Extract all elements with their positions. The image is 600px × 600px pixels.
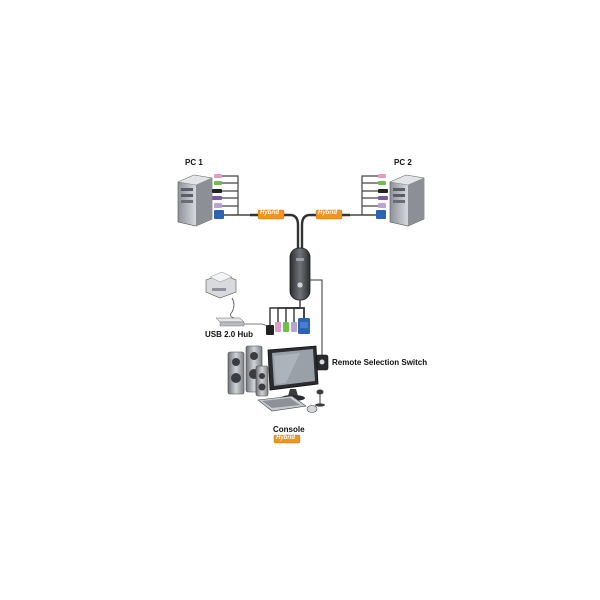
console-connectors bbox=[266, 318, 310, 335]
cable-pc1-to-kvm bbox=[250, 213, 300, 250]
printer-icon bbox=[205, 271, 237, 299]
usb-hub-label: USB 2.0 Hub bbox=[205, 330, 254, 339]
pc1-label: PC 1 bbox=[185, 158, 203, 167]
pc2-label: PC 2 bbox=[394, 158, 412, 167]
remote-switch-icon bbox=[315, 354, 329, 371]
printer-to-hub-cable bbox=[230, 297, 235, 319]
cable-pc2-to-kvm bbox=[300, 213, 350, 250]
kvm-switch-icon bbox=[289, 247, 311, 301]
hybrid-badge-console-text: Hybrid bbox=[276, 435, 296, 441]
speaker-left-icon bbox=[227, 351, 245, 395]
pc1-connector-group bbox=[212, 174, 250, 219]
hybrid-badge-console bbox=[273, 434, 301, 444]
monitor-icon bbox=[267, 345, 319, 401]
microphone-icon bbox=[315, 389, 325, 407]
remote-switch-cable bbox=[310, 279, 323, 355]
hybrid-badge-pc2 bbox=[315, 209, 343, 220]
keyboard-icon bbox=[257, 395, 307, 412]
hub-to-kvm-cable bbox=[244, 323, 269, 327]
mouse-icon bbox=[306, 405, 318, 413]
hybrid-badge-pc1-text: Hybrid bbox=[260, 210, 280, 216]
remote-switch-label: Remote Selection Switch bbox=[332, 358, 428, 367]
hybrid-badge-pc2-text: Hybrid bbox=[318, 210, 338, 216]
cable-kvm-to-console bbox=[269, 300, 305, 325]
hybrid-badge-pc1 bbox=[257, 209, 285, 220]
pc2-connector-group bbox=[350, 174, 388, 219]
usb-hub-icon bbox=[215, 317, 245, 327]
pc2-tower-icon bbox=[389, 174, 425, 227]
pc1-tower-icon bbox=[177, 174, 213, 227]
speaker-right-icon bbox=[255, 365, 269, 397]
console-label: Console bbox=[273, 425, 305, 434]
